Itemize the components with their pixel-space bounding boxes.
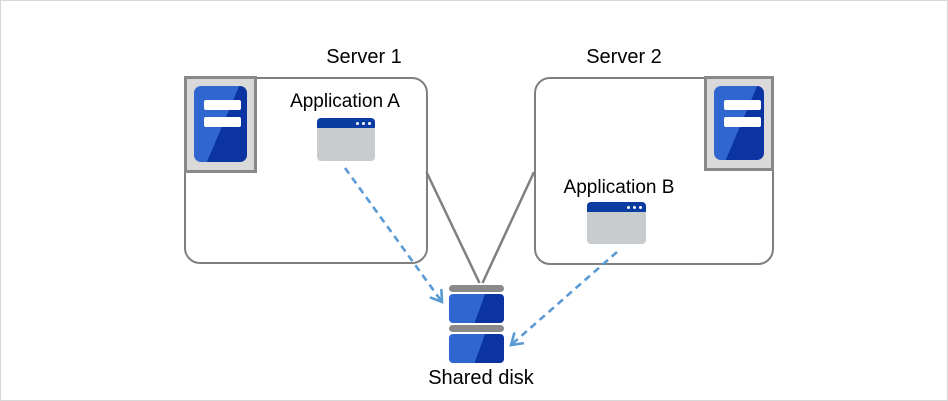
app-window-titlebar [317, 118, 375, 128]
server-tower-body [194, 86, 247, 162]
connector-server1-to-disk [425, 171, 481, 284]
titlebar-dot [639, 205, 642, 209]
server-tower-body [714, 86, 764, 160]
app-window-icon [317, 118, 375, 161]
app-window-icon [587, 202, 646, 244]
disk-unit [449, 334, 504, 363]
application-b-label: Application B [563, 177, 675, 198]
disk-cap [449, 325, 504, 332]
server2-label: Server 2 [586, 46, 662, 68]
server-slot [204, 100, 241, 110]
connector-server2-to-disk [481, 171, 536, 284]
server-tower-icon [704, 76, 774, 171]
server-slot [204, 117, 241, 127]
server-tower-icon [184, 76, 257, 173]
disk-stack-icon [449, 285, 504, 365]
disk-cap [449, 285, 504, 292]
disk-unit [449, 294, 504, 323]
titlebar-dot [368, 121, 371, 125]
titlebar-dot [362, 121, 365, 125]
application-a-label: Application A [290, 91, 400, 112]
server1-label: Server 1 [326, 46, 402, 68]
titlebar-dot [627, 205, 630, 209]
titlebar-dot [633, 205, 636, 209]
shared-disk-label: Shared disk [428, 367, 534, 389]
server-slot [724, 100, 761, 110]
server-slot [724, 117, 761, 127]
titlebar-dot [356, 121, 359, 125]
app-window-titlebar [587, 202, 646, 212]
arrow-application-b-to-disk [509, 251, 618, 347]
